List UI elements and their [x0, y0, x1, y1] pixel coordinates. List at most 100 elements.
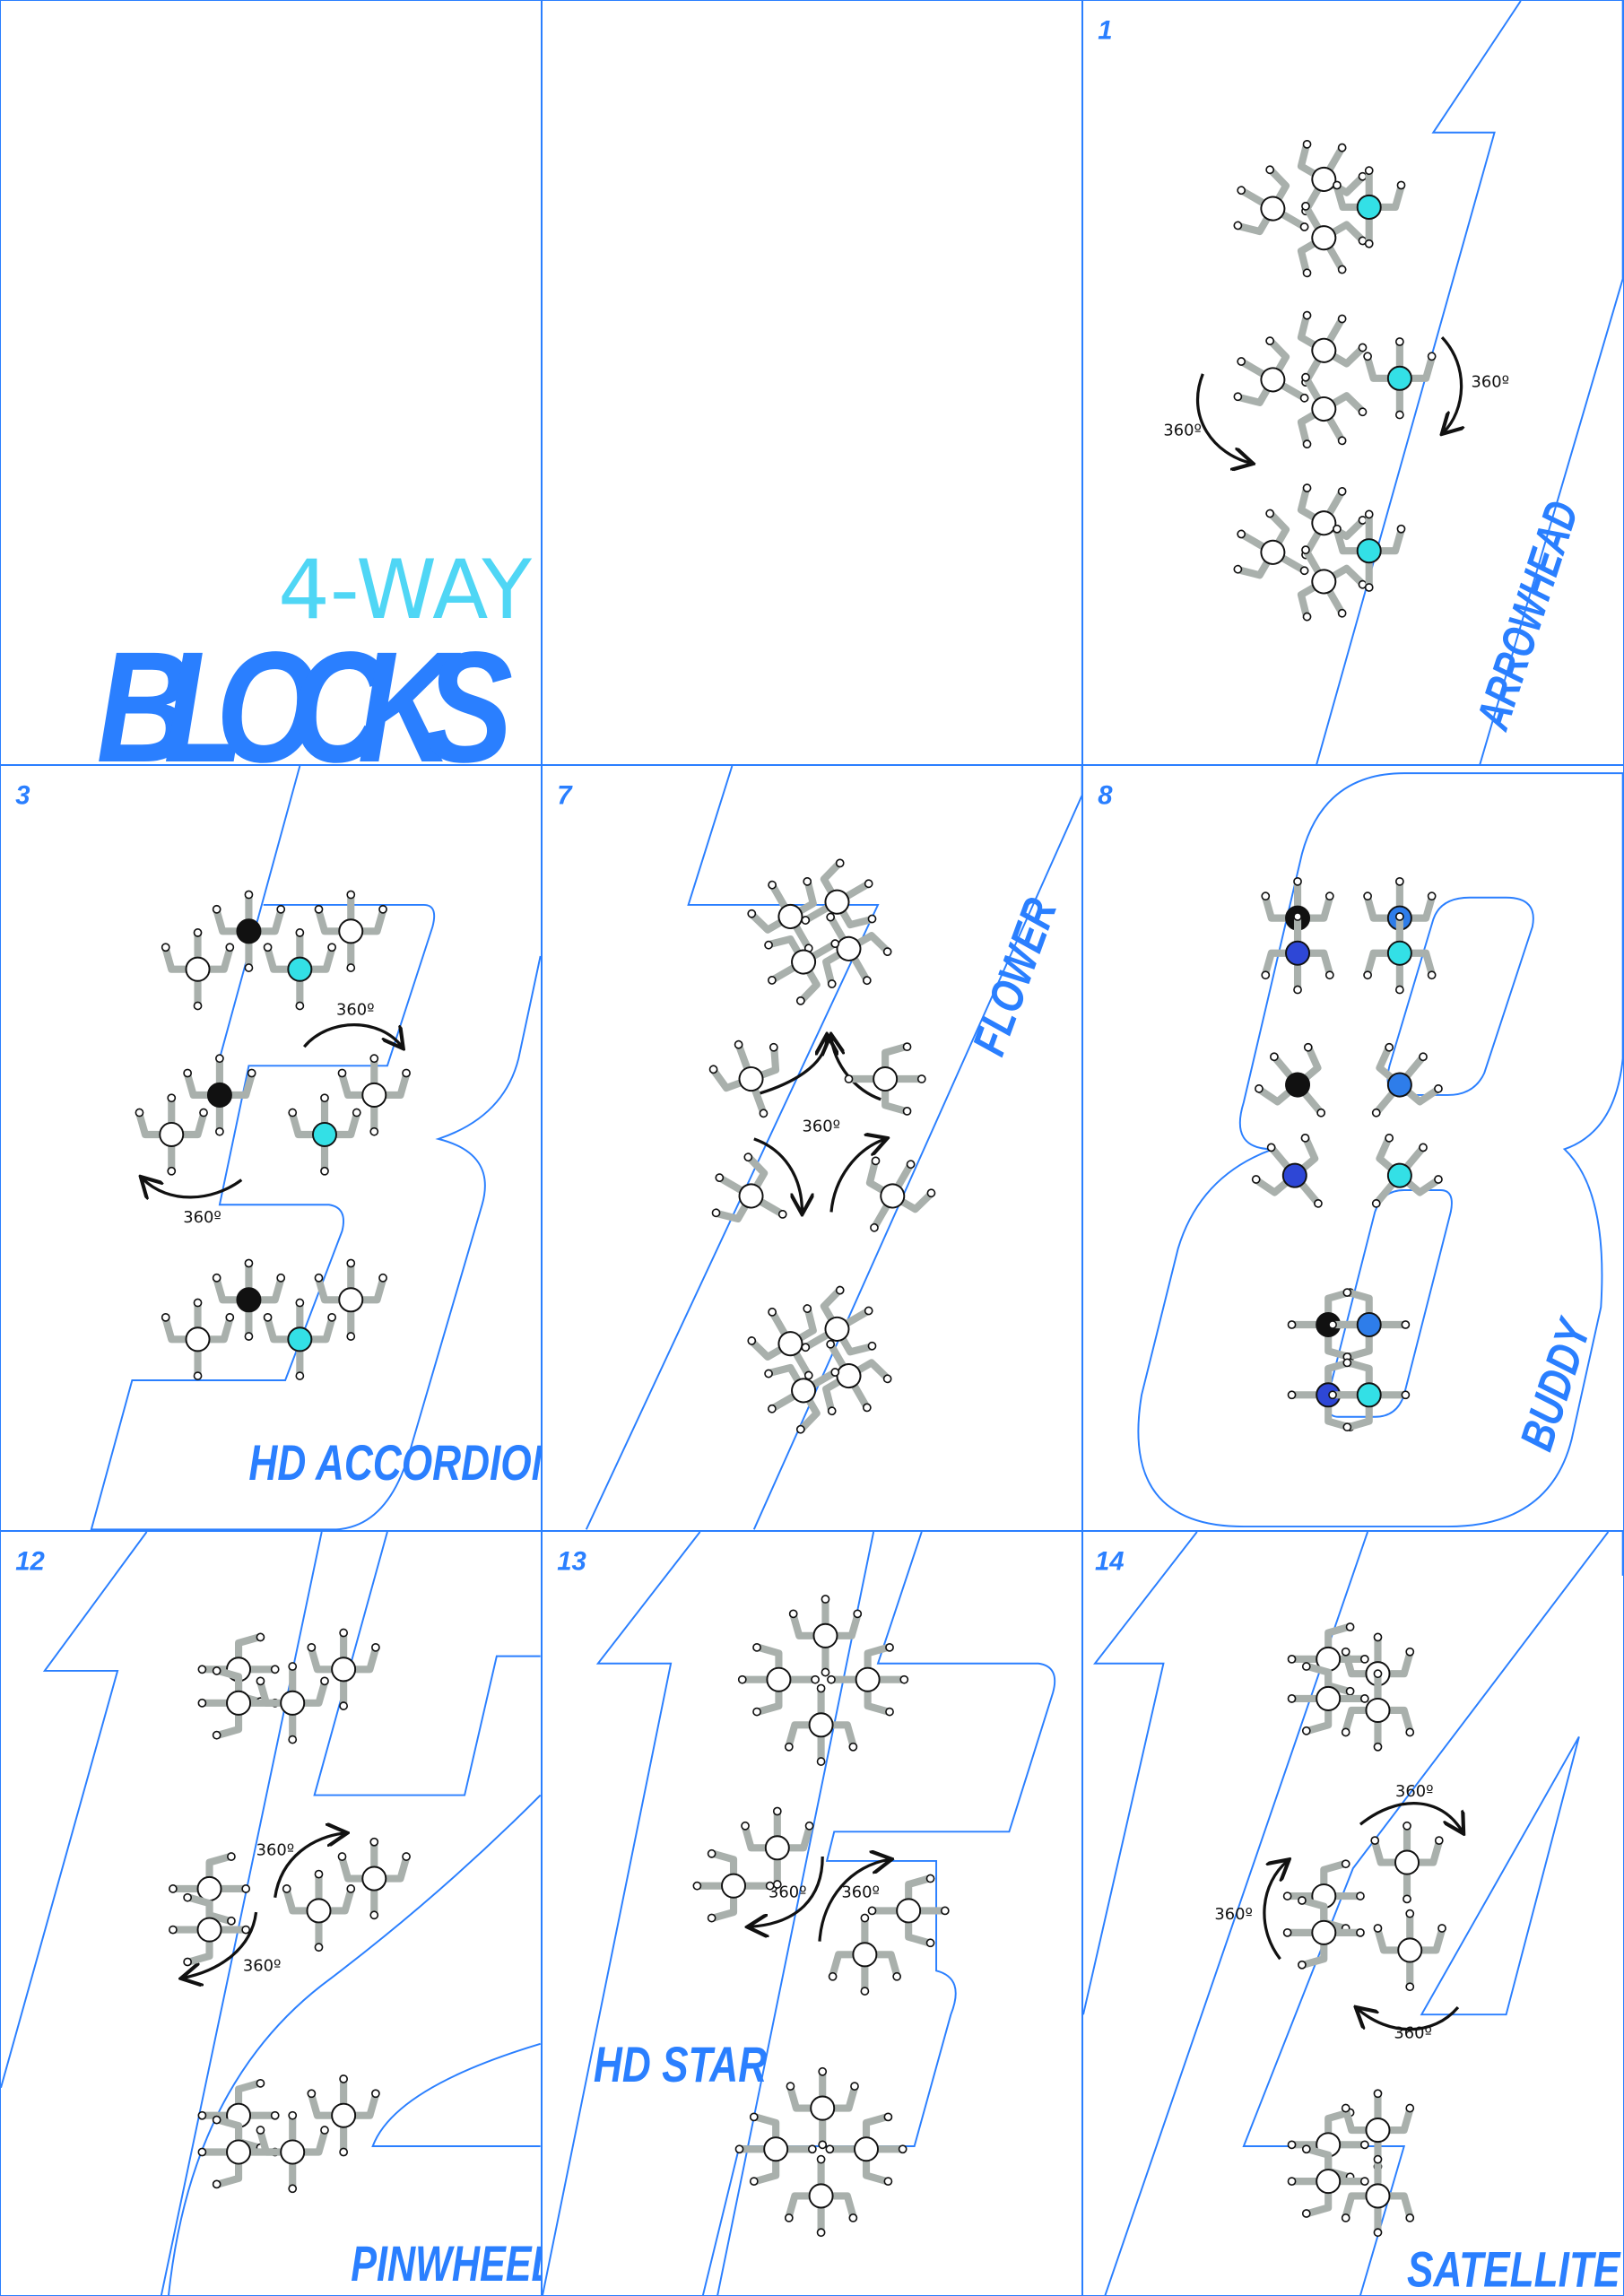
block-number: 14 — [1095, 1546, 1125, 1576]
block-14-satellite: 14 360º 360º 360º SATELLITE — [1082, 1530, 1624, 2296]
jumper-figure — [841, 1144, 943, 1249]
jumper-figure — [738, 1643, 818, 1715]
jumper-figure — [1284, 1897, 1364, 1969]
jumper-figure — [735, 2113, 815, 2185]
jumper-figure — [338, 1055, 410, 1135]
jumper-figure — [265, 1300, 336, 1380]
jumper-figure — [169, 1893, 249, 1965]
jumper-figure — [1347, 1031, 1454, 1139]
block-number: 1 — [1099, 15, 1113, 45]
jumper-figure — [1371, 1822, 1443, 1902]
jumper-figure — [1364, 338, 1436, 419]
rotation-label: 360º — [1394, 2023, 1433, 2042]
jumper-figure — [829, 1914, 900, 1995]
jumper-figure — [1333, 510, 1405, 591]
rotation-arrow — [829, 1139, 885, 1213]
jumper-figure — [828, 1643, 908, 1715]
rotation-arrow — [1359, 1801, 1463, 1831]
jumper-figure — [785, 1684, 856, 1765]
jumper-figure — [256, 2111, 328, 2192]
jumper-figure — [289, 1094, 360, 1175]
jumper-figure — [184, 1055, 256, 1135]
rotation-label: 360º — [1164, 421, 1203, 439]
jumper-figure — [283, 1870, 355, 1951]
block-title: ARROWHEAD — [1466, 495, 1589, 736]
block-number: 12 — [15, 1546, 45, 1576]
jumper-figure — [1289, 2145, 1368, 2217]
block-title: FLOWER — [961, 891, 1066, 1062]
block-title: HD ACCORDION — [248, 1435, 540, 1491]
rotation-label: 360º — [336, 1001, 375, 1020]
rotation-label: 360º — [1215, 1905, 1254, 1924]
block-title: SATELLITE — [1407, 2241, 1621, 2295]
block-number-outline — [585, 766, 1082, 1530]
jumper-figure — [162, 929, 234, 1010]
block-number-outline — [1316, 1, 1623, 765]
jumper-figure — [1245, 1031, 1351, 1139]
rotation-label: 360º — [841, 1883, 880, 1901]
jumper-figure — [265, 929, 336, 1010]
rotation-label: 360º — [802, 1118, 840, 1136]
block-number-outline — [1083, 1531, 1623, 2295]
block-13-hd-star: 13 360º 360º HD STAR — [541, 1530, 1083, 2296]
rotation-arrow — [274, 1833, 345, 1898]
rotation-arrow — [750, 1856, 824, 1926]
jumper-figure — [1342, 1670, 1414, 1751]
jumper-figure — [256, 1663, 328, 1744]
jumper-figure — [1333, 167, 1405, 248]
jumper-figure — [1364, 913, 1436, 994]
rotation-arrow — [1263, 1861, 1288, 1960]
jumper-figure — [699, 1145, 803, 1248]
jumper-figure — [845, 1043, 925, 1115]
jumper-figure — [1347, 1122, 1454, 1230]
logo-4-way: 4-WAY — [278, 542, 532, 638]
rotation-arrow — [1442, 335, 1462, 432]
block-title: BUDDY — [1510, 1311, 1602, 1457]
rotation-arrow — [831, 1037, 881, 1101]
rotation-label: 360º — [243, 1956, 282, 1975]
block-title: HD STAR — [594, 2037, 767, 2092]
jumper-figure — [789, 1596, 861, 1676]
jumper-figure — [1375, 1909, 1446, 1990]
empty-cell — [541, 0, 1083, 766]
block-number: 3 — [15, 781, 30, 811]
jumper-figure — [135, 1094, 207, 1175]
jumper-figure — [742, 1807, 813, 1888]
jumper-figure — [703, 1030, 797, 1130]
block-7-flower: 7 360º FLOWER — [541, 765, 1083, 1531]
jumper-figure — [1329, 1289, 1409, 1361]
jumper-figure — [1273, 356, 1376, 462]
block-8-buddy: 8 BUDDY — [1082, 765, 1624, 1531]
jumper-figure — [786, 2067, 858, 2148]
block-title: PINWHEEL — [351, 2235, 540, 2292]
rotation-arrow — [143, 1178, 243, 1197]
rotation-arrow — [302, 1023, 402, 1047]
jumper-figure — [1242, 1122, 1349, 1230]
jumper-figure — [1329, 1360, 1409, 1431]
block-number: 8 — [1099, 781, 1114, 811]
rotation-arrow — [818, 1859, 890, 1942]
logo-cell: 4-WAY BLOCKS — [0, 0, 542, 766]
block-12-pinwheel: 12 360º 360º PINWHEEL — [0, 1530, 542, 2296]
jumper-figure — [785, 2155, 856, 2236]
jumper-figure — [1342, 2155, 1414, 2236]
rotation-label: 360º — [1395, 1782, 1434, 1801]
logo-blocks: BLOCKS — [97, 620, 513, 765]
rotation-arrow — [752, 1137, 802, 1213]
block-3-hd-accordion: 3 360º 360º HD ACCORDION — [0, 765, 542, 1531]
jumper-figure — [693, 1849, 773, 1921]
rotation-arrow — [1358, 2007, 1460, 2031]
block-number-outline — [90, 766, 541, 1530]
rotation-arrow — [752, 1037, 826, 1097]
jumper-figure — [162, 1300, 234, 1380]
block-number-outline — [542, 1531, 1055, 2295]
block-number: 7 — [557, 781, 573, 811]
jumper-figure — [826, 2113, 906, 2185]
rotation-arrow — [1196, 373, 1251, 463]
rotation-label: 360º — [1472, 373, 1510, 392]
block-1-arrowhead: 1 360º 360º ARROWHEAD — [1082, 0, 1624, 766]
rotation-label: 360º — [256, 1840, 295, 1859]
block-number-outline — [1, 1531, 541, 2295]
rotation-label: 360º — [183, 1208, 221, 1227]
